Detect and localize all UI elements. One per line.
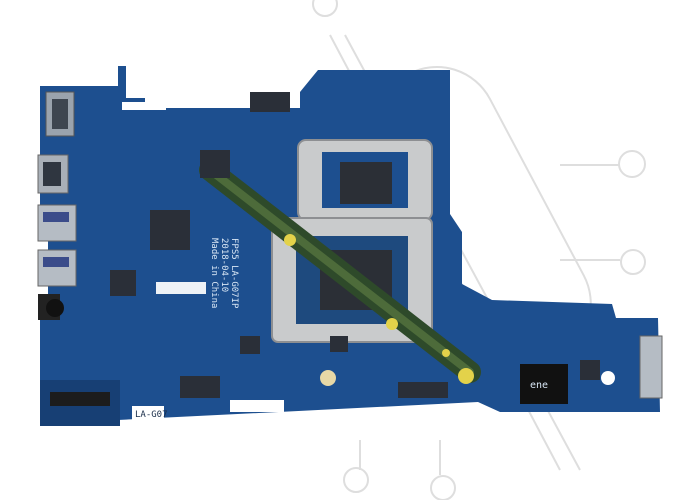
edge-connector [320, 335, 663, 399]
components [50, 92, 600, 406]
labels [122, 102, 284, 412]
board-silkscreen: FPS5 LA-G07IP 2018-04-10 Made in China [209, 238, 239, 309]
edge-label: LA-G07 [135, 410, 168, 420]
heat-pipe [199, 159, 481, 384]
board-line-2: 2018-04-10 [219, 238, 229, 292]
edge-label-tag [132, 406, 164, 420]
chip-label: ene [530, 380, 548, 391]
board-line-3: Made in China [209, 238, 219, 308]
board-line-1: FPS5 LA-G07IP [229, 238, 239, 309]
io-ports [37, 91, 77, 320]
